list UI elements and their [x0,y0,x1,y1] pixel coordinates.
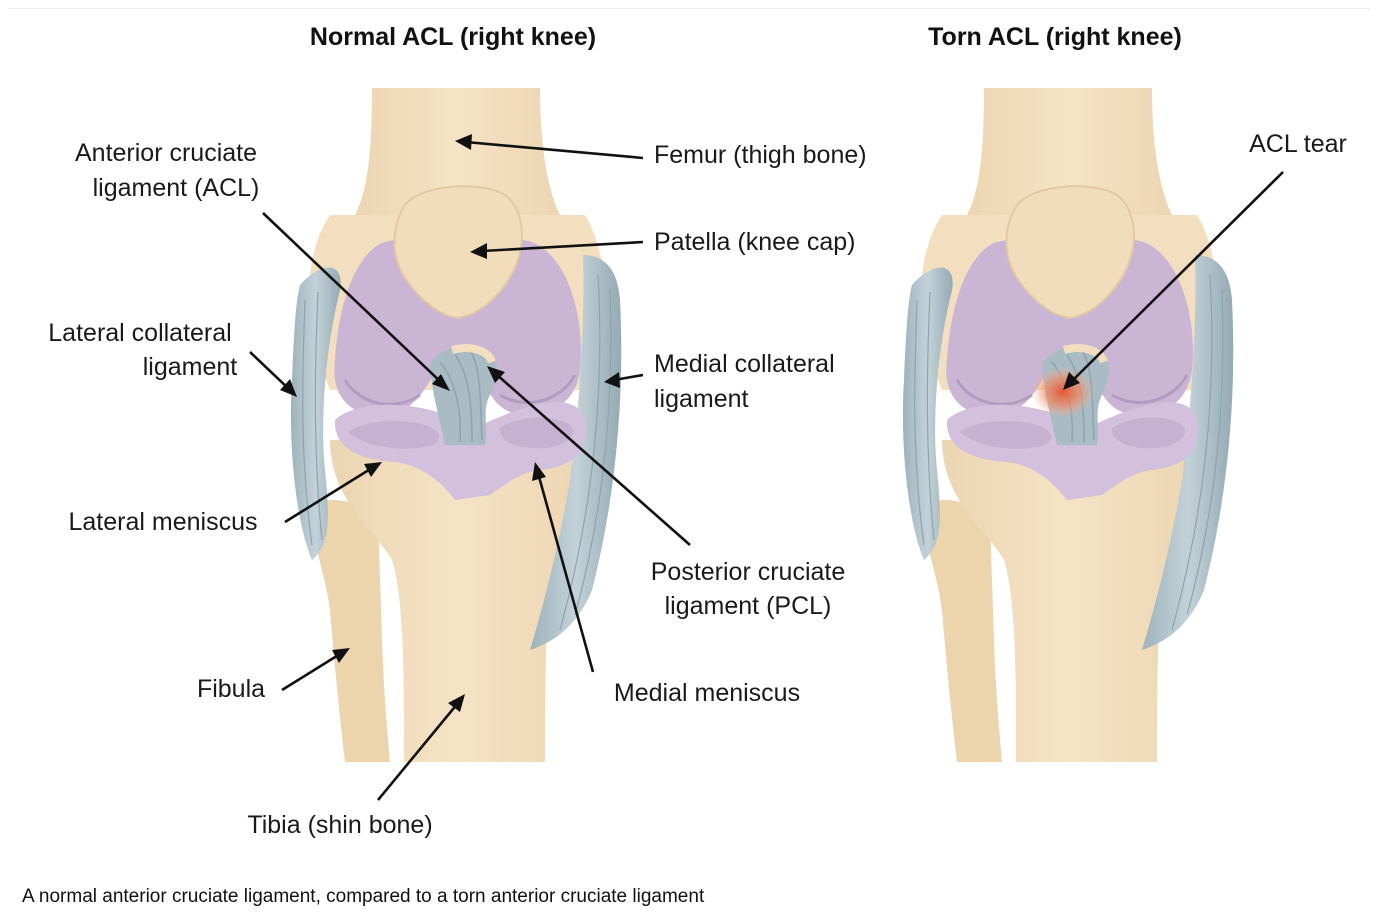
title-normal-acl: Normal ACL (right knee) [310,23,596,51]
label-acl-tear: ACL tear [1249,130,1347,158]
label-fibula: Fibula [197,675,265,703]
label-medial-meniscus: Medial meniscus [614,679,800,707]
label-femur: Femur (thigh bone) [654,141,867,169]
label-pcl-line1: Posterior cruciate [651,558,846,586]
label-acl-line1: Anterior cruciate [75,139,257,167]
label-pcl-line2: ligament (PCL) [665,592,832,620]
label-lcl-line1: Lateral collateral [48,319,231,347]
label-mcl-line2: ligament [654,385,749,413]
label-patella: Patella (knee cap) [654,228,856,256]
arrow-lcl [250,352,290,390]
label-lcl-line2: ligament [143,353,238,381]
label-lateral-meniscus: Lateral meniscus [69,508,258,536]
figure-caption: A normal anterior cruciate ligament, com… [22,886,705,907]
label-mcl-line1: Medial collateral [654,350,835,378]
label-acl-line2: ligament (ACL) [93,174,260,202]
arrow-fibula [282,654,340,690]
torn-knee-illustration [903,88,1233,762]
title-torn-acl: Torn ACL (right knee) [928,23,1182,51]
label-tibia: Tibia (shin bone) [247,811,432,839]
acl-tear-marker [1031,366,1095,418]
